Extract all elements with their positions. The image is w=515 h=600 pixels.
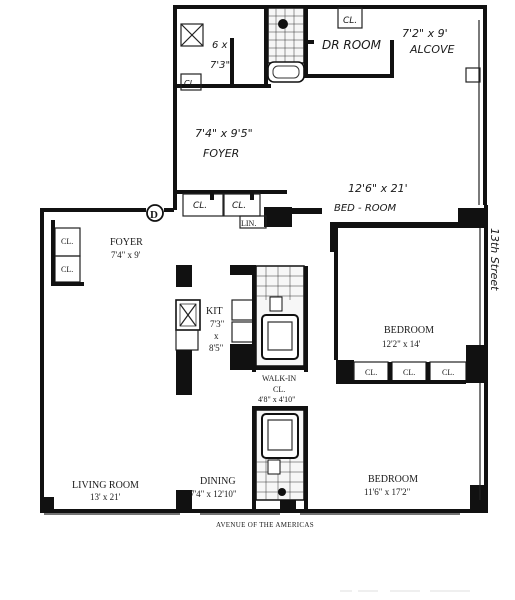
alcove-label: ALCOVE — [409, 43, 455, 56]
living-room-label: LIVING ROOM — [72, 480, 139, 491]
walk-in-closet: WALK-IN CL. 4'8" x 4'10" — [252, 366, 308, 410]
dining-label: DINING — [200, 476, 236, 487]
alcove-dims: 7'2" x 9' — [402, 27, 448, 40]
bedroom-2-label: BEDROOM — [368, 474, 418, 485]
kitchenette-dims-2: 7'3" — [210, 60, 230, 71]
upper-foyer-dims: 7'4" x 9'5" — [195, 127, 253, 140]
dr-room-label: DR ROOM — [322, 38, 382, 52]
bedroom-1-walls: CL. CL. CL. — [330, 222, 486, 384]
walk-in-dims: 4'8" x 4'10" — [258, 395, 295, 404]
upper-bedroom-label: BED - ROOM — [334, 203, 397, 214]
bedroom-1-dims: 12'2" x 14' — [382, 339, 421, 349]
linen-closet-label: LIN. — [241, 219, 256, 228]
door-marker-label: D — [150, 209, 158, 221]
avenue-label: AVENUE OF THE AMERICAS — [216, 521, 314, 529]
dining-dims: 7'4" x 12'10" — [190, 489, 237, 499]
entrance-door-marker: D — [146, 204, 164, 222]
closet-label: CL. — [403, 368, 415, 377]
lower-wing: CL. CL. KIT 7'3" x 8'5" — [40, 205, 488, 515]
kitchenette-dims-1: 6 x — [212, 40, 228, 51]
upper-bathroom — [264, 7, 305, 88]
foyer-dims: 7'4" x 9' — [111, 250, 141, 260]
bathroom-south — [252, 409, 308, 510]
bedroom-2-dims: 11'6" x 17'2" — [364, 487, 411, 497]
foyer-label: FOYER — [110, 237, 143, 248]
closet-label: CL. — [61, 265, 73, 274]
street-label: 13th Street — [488, 228, 501, 291]
closet-label: CL. — [232, 201, 246, 211]
living-room-dims: 13' x 21' — [90, 492, 121, 502]
closet-label: CL. — [61, 237, 73, 246]
bedroom-1-label: BEDROOM — [384, 325, 434, 336]
closet-label: CL. — [193, 201, 207, 211]
closet-label: CL. — [343, 16, 357, 26]
upper-wing: CL. CL. CL. CL. LIN. DR ROOM 7'2" x 9' A… — [173, 5, 487, 229]
closet-label: CL. — [442, 368, 454, 377]
kitchen-dims-2: 8'5" — [209, 343, 224, 353]
upper-foyer-label: FOYER — [203, 147, 239, 160]
kitchen-dims-1: 7'3" — [210, 319, 225, 329]
bathroom-north — [252, 265, 308, 372]
walk-in-cl-label: CL. — [273, 385, 285, 394]
kitchen-dims-x: x — [214, 331, 219, 341]
walk-in-label: WALK-IN — [262, 374, 296, 383]
closet-label: CL. — [365, 368, 377, 377]
closet-label: CL. — [184, 79, 197, 88]
upper-bedroom-dims: 12'6" x 21' — [348, 182, 408, 195]
kitchen-label: KIT — [206, 306, 223, 317]
